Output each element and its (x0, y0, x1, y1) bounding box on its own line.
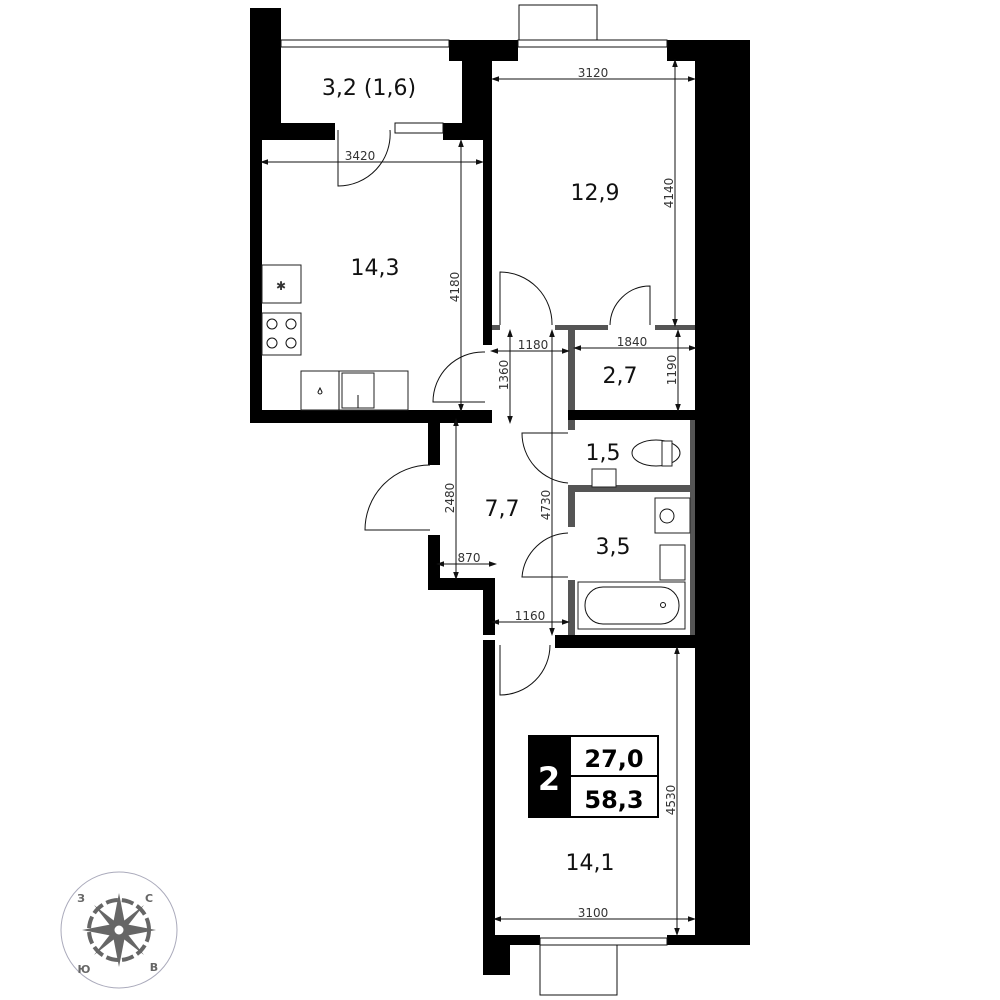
dim-passage-width: 1180 (518, 338, 549, 352)
area-summary: 2 27,0 58,3 (528, 735, 659, 818)
room-labels: 3,2 (1,6) 14,3 12,9 2,7 1,5 7,7 3,5 14,1 (322, 76, 638, 876)
room-area-storage: 2,7 (603, 364, 638, 389)
compass-north: С (145, 892, 153, 905)
fridge-icon: ✱ (276, 279, 286, 293)
walls (250, 8, 750, 975)
dim-hall-width: 870 (458, 551, 481, 565)
dim-bedroom-bottom-length: 4530 (664, 785, 678, 816)
room-area-bedroom-top: 12,9 (571, 181, 620, 206)
dim-passage-length: 1360 (497, 360, 511, 391)
bath-fixtures (577, 439, 691, 630)
room-area-bedroom-bottom: 14,1 (566, 851, 615, 876)
compass-east: В (150, 961, 158, 974)
kitchen-fixtures: ✱ (261, 264, 409, 411)
dim-corridor-length: 4730 (539, 490, 553, 521)
room-area-kitchen: 14,3 (351, 256, 400, 281)
rooms-count: 2 (538, 760, 560, 798)
dim-kitchen-width: 3420 (345, 149, 376, 163)
total-area: 58,3 (584, 786, 643, 814)
compass-south: Ю (78, 963, 91, 976)
dim-kitchen-length: 4180 (448, 272, 462, 303)
dim-hall-length: 2480 (443, 483, 457, 514)
room-area-wc: 1,5 (586, 441, 621, 466)
dim-storage-length: 1190 (665, 355, 679, 386)
room-area-hall: 7,7 (485, 497, 520, 522)
compass: З С Ю В (60, 871, 178, 989)
dim-bedroom-top-length: 4140 (662, 178, 676, 209)
dim-corridor-width: 1160 (515, 609, 546, 623)
windows (280, 4, 668, 996)
doors (337, 129, 651, 696)
compass-west: З (77, 892, 85, 905)
dimension-lines: 3420 4180 3120 4140 1180 1360 1840 1190 … (260, 59, 697, 936)
living-area: 27,0 (584, 745, 643, 773)
room-area-bathroom: 3,5 (596, 535, 631, 560)
room-area-balcony: 3,2 (1,6) (322, 76, 416, 101)
dim-storage-width: 1840 (617, 335, 648, 349)
dim-bedroom-bottom-width: 3100 (578, 906, 609, 920)
dim-bedroom-top-width: 3120 (578, 66, 609, 80)
